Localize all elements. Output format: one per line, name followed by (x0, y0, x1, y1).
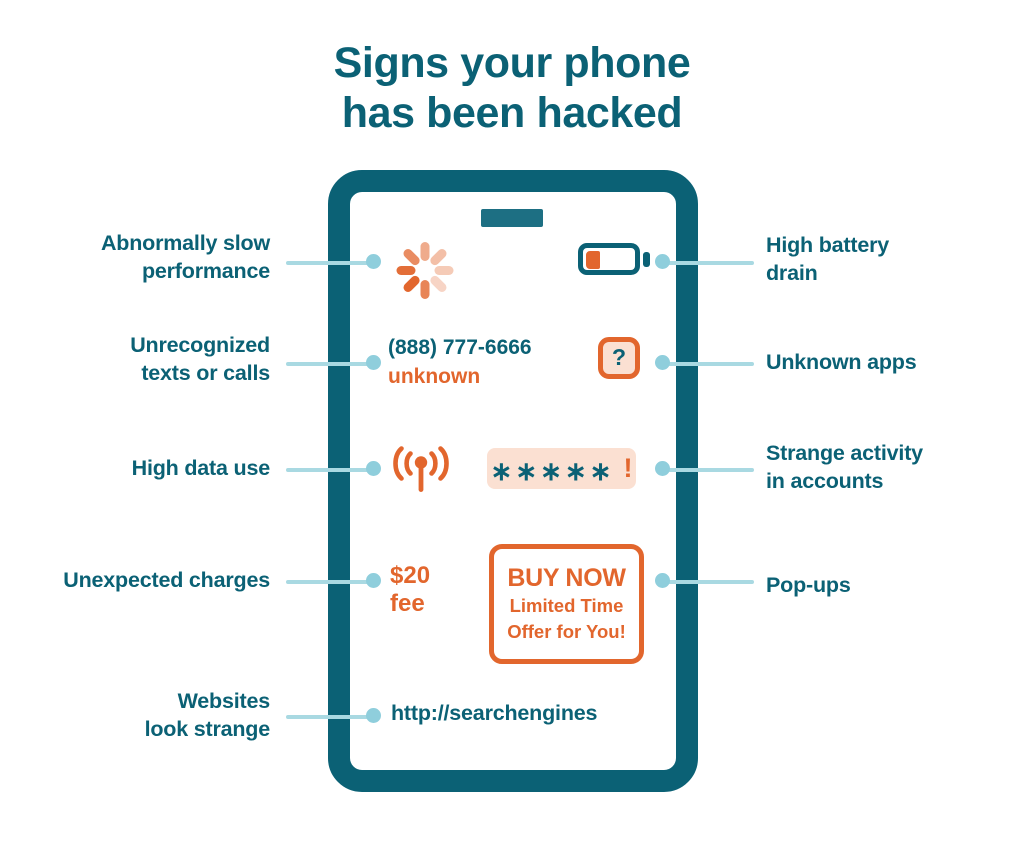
label-line-1: Unexpected charges (63, 568, 270, 592)
label-line-1: High data use (131, 456, 271, 480)
battery-fill-level (586, 251, 600, 269)
connector-dot-strange-activity (655, 461, 670, 476)
account-password-field: ∗∗∗∗∗ ! (487, 448, 636, 489)
connector-line-websites-look-strange (286, 715, 374, 719)
connector-dot-unexpected-charges (366, 573, 381, 588)
question-mark-glyph: ? (611, 343, 627, 370)
page-title-line-1: Signs your phone (333, 39, 691, 87)
alert-exclamation-icon: ! (623, 453, 633, 483)
unexpected-charge-amount: $20 fee (390, 562, 430, 618)
label-high-battery-drain: High battery drain (766, 231, 1016, 287)
browser-url-text[interactable]: http://searchengines (391, 701, 598, 725)
label-unknown-apps: Unknown apps (766, 348, 1016, 376)
label-line-2: texts or calls (141, 361, 270, 385)
popup-line-2: Limited Time (509, 595, 624, 616)
connector-line-unknown-apps (668, 362, 754, 366)
connector-dot-unrecognized-texts (366, 355, 381, 370)
label-line-1: Abnormally slow (100, 231, 270, 255)
label-unrecognized-texts-or-calls: Unrecognized texts or calls (20, 331, 270, 387)
label-line-2: look strange (144, 717, 271, 741)
caller-status-unknown: unknown (388, 365, 481, 388)
label-line-1: Websites (177, 689, 271, 713)
connector-dot-pop-ups (655, 573, 670, 588)
label-line-1: High battery (766, 233, 890, 257)
label-strange-activity-in-accounts: Strange activity in accounts (766, 439, 1016, 495)
connector-line-strange-activity (668, 468, 754, 472)
connector-line-unrecognized-texts (286, 362, 374, 366)
label-line-2: performance (141, 259, 270, 283)
wifi-signal-icon (392, 444, 450, 496)
connector-dot-high-data-use (366, 461, 381, 476)
page-title-line-2: has been hacked (341, 89, 683, 137)
battery-terminal-nub (643, 252, 650, 267)
label-line-1: Pop-ups (766, 573, 851, 597)
label-abnormally-slow-performance: Abnormally slow performance (20, 229, 270, 285)
connector-dot-unknown-apps (655, 355, 670, 370)
connector-line-pop-ups (668, 580, 754, 584)
unknown-app-icon[interactable]: ? (598, 337, 640, 379)
loading-spinner-icon (396, 232, 454, 299)
label-pop-ups: Pop-ups (766, 571, 1016, 599)
label-line-2: in accounts (766, 469, 884, 493)
connector-line-high-data-use (286, 468, 374, 472)
battery-low-icon (578, 243, 640, 275)
popup-ad[interactable]: BUY NOW Limited Time Offer for You! (489, 544, 644, 664)
label-line-1: Strange activity (766, 441, 923, 465)
connector-line-abnormally-slow (286, 261, 374, 265)
charge-amount-value: $20 (390, 562, 431, 589)
label-websites-look-strange: Websites look strange (20, 687, 271, 743)
masked-password-text: ∗∗∗∗∗ (490, 456, 615, 486)
label-unexpected-charges: Unexpected charges (10, 566, 270, 594)
connector-dot-high-battery-drain (655, 254, 670, 269)
connector-dot-abnormally-slow (366, 254, 381, 269)
connector-line-high-battery-drain (668, 261, 754, 265)
incoming-phone-number: (888) 777-6666 (388, 336, 532, 359)
popup-headline: BUY NOW (507, 564, 626, 592)
connector-dot-websites-look-strange (366, 708, 381, 723)
phone-speaker-grille (481, 209, 543, 227)
label-line-2: drain (766, 261, 818, 285)
label-line-1: Unknown apps (766, 350, 917, 374)
popup-line-3: Offer for You! (507, 621, 626, 642)
connector-line-unexpected-charges (286, 580, 374, 584)
page-title: Signs your phone has been hacked (0, 38, 1024, 138)
charge-amount-label: fee (390, 590, 425, 617)
label-high-data-use: High data use (20, 454, 271, 482)
label-line-1: Unrecognized (130, 333, 270, 357)
phone-frame (328, 170, 698, 792)
